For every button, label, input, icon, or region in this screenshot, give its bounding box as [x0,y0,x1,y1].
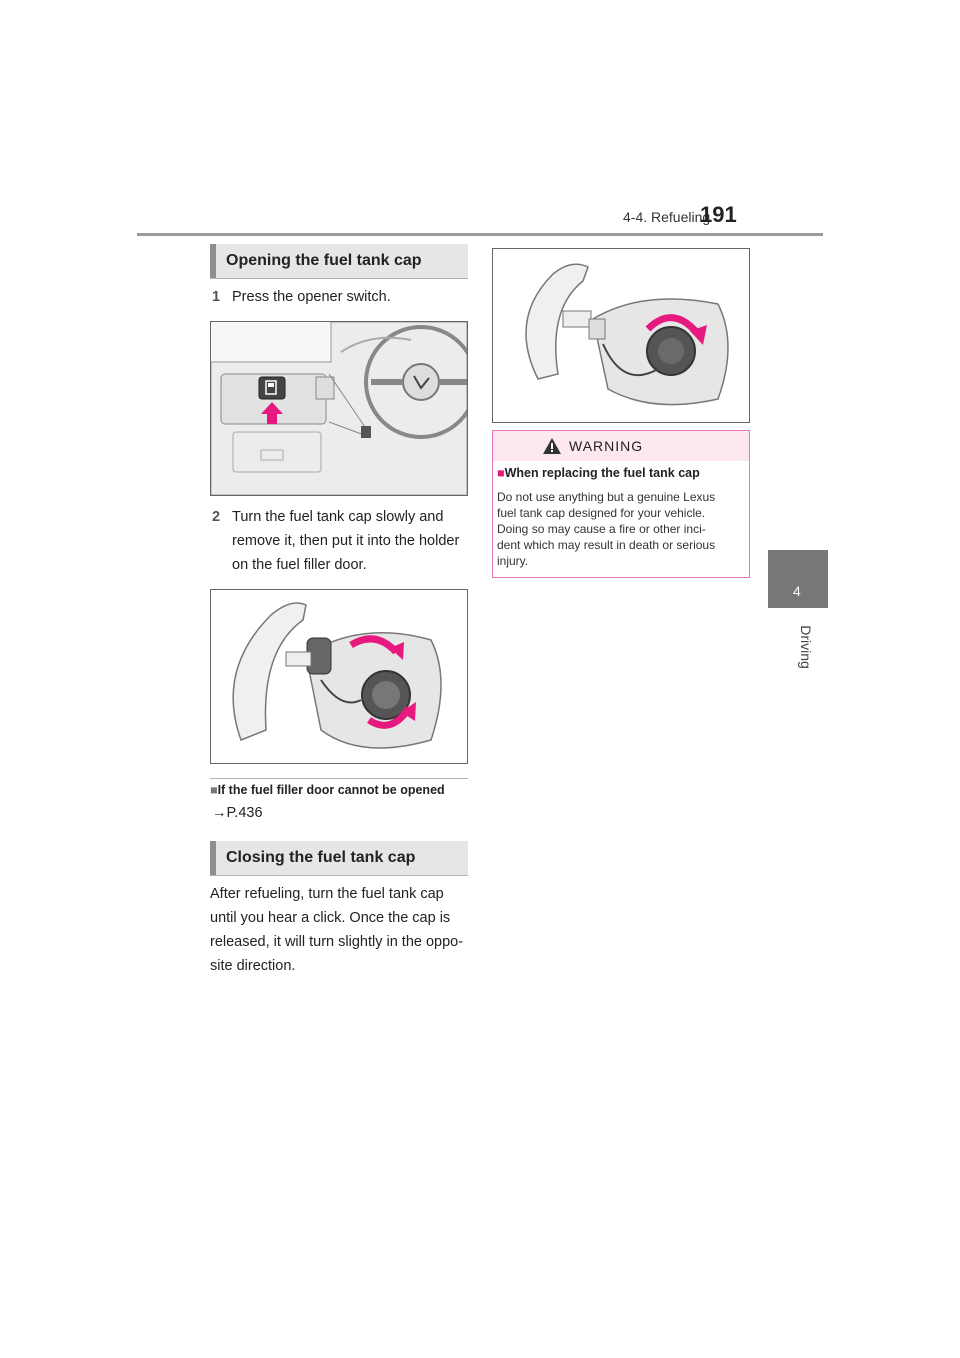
warning-line: dent which may result in death or seriou… [497,538,716,552]
remove-cap-figure [210,589,468,764]
arrow-icon: → [212,805,227,821]
square-bullet-icon: ■ [497,466,505,480]
warning-line: Do not use anything but a genuine Lexus [497,490,716,504]
warning-triangle-icon [542,437,562,460]
close-cap-illustration [493,249,749,422]
chapter-name-text: Driving [797,625,814,669]
closing-heading-text: Closing the fuel tank cap [226,849,416,866]
opener-switch-illustration [211,322,467,495]
warning-line: Doing so may cause a fire or other inci- [497,522,706,536]
opening-heading-text: Opening the fuel tank cap [226,252,422,269]
square-bullet-icon: ■ [210,783,218,797]
step-text-line-1: Turn the fuel tank cap slowly and [232,509,444,525]
chapter-number: 4 [793,583,801,599]
step-1: 1 Press the opener switch. [212,285,472,311]
header-rule [137,233,823,236]
closing-line: until you hear a click. Once the cap is [210,910,451,926]
step-2: 2 Turn the fuel tank cap slowly and remo… [212,505,472,579]
step-number: 1 [212,289,221,305]
closing-line: site direction. [210,958,296,974]
closing-line: After refueling, turn the fuel tank cap [210,886,444,902]
opening-heading: Opening the fuel tank cap [210,244,468,278]
note-rule [210,778,468,779]
opener-switch-figure [210,321,468,496]
closing-paragraph: After refueling, turn the fuel tank cap … [210,882,472,978]
step-number: 2 [212,509,221,525]
step-text-line-3: on the fuel filler door. [232,557,367,573]
warning-subheading-text: When replacing the fuel tank cap [504,466,700,480]
close-cap-figure [492,248,750,423]
note-reference[interactable]: →P.436 [212,805,263,821]
remove-cap-illustration [211,590,467,763]
step-text-line-2: remove it, then put it into the holder [232,533,460,549]
running-header: 4-4. Refueling 191 [0,200,960,240]
chapter-tab: 4 [768,550,828,608]
step-text: Press the opener switch. [232,289,391,305]
note-heading: ■If the fuel filler door cannot be opene… [210,783,445,797]
warning-line: fuel tank cap designed for your vehicle. [497,506,706,520]
closing-heading-rule [210,875,468,876]
warning-header: WARNING [493,431,749,461]
warning-body: Do not use anything but a genuine Lexus … [497,489,747,569]
section-title: 4-4. Refueling [623,209,711,225]
page-number: 191 [700,202,737,227]
closing-line: released, it will turn slightly in the o… [210,934,464,950]
closing-heading: Closing the fuel tank cap [210,841,468,875]
page-reference[interactable]: P.436 [226,805,263,821]
note-heading-text: If the fuel filler door cannot be opened [217,783,445,797]
warning-subheading: ■When replacing the fuel tank cap [497,466,700,480]
opening-heading-rule [210,278,468,279]
warning-line: injury. [497,554,529,568]
warning-box: WARNING ■When replacing the fuel tank ca… [492,430,750,578]
warning-title: WARNING [569,438,644,454]
chapter-name: Driving [778,615,818,675]
